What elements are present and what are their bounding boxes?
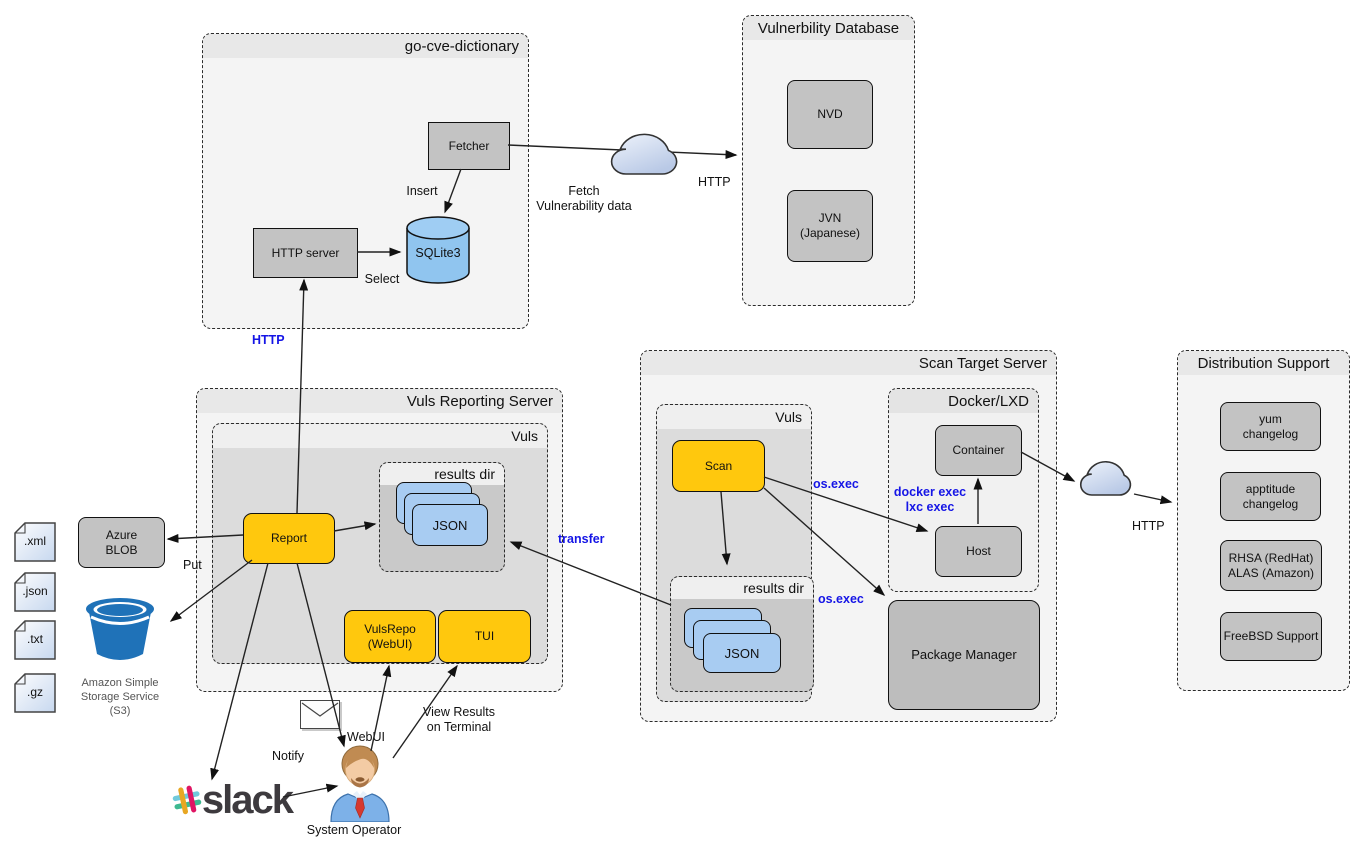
docker-exec-label: docker exec lxc exec	[893, 485, 967, 514]
sqlite3-cylinder: SQLite3	[405, 215, 471, 285]
insert-label: Insert	[406, 184, 438, 198]
file-icon-txt: .txt	[14, 620, 56, 660]
arrow-cloud-to-dist	[1133, 493, 1173, 505]
panel-go-cve-dictionary: go-cve-dictionary	[202, 33, 529, 329]
file-icon-json: .json	[14, 572, 56, 612]
http-label-report: HTTP	[252, 333, 285, 347]
panel-vulnerability-database: Vulnerbility Database	[742, 15, 915, 306]
dist-item-freebsd-support: FreeBSD Support	[1220, 612, 1322, 661]
vuls-reporting-title: Vuls	[511, 428, 538, 444]
panel-vuls-scan-header: Vuls	[657, 405, 811, 429]
dist-item-rhsa-alas: RHSA (RedHat) ALAS (Amazon)	[1220, 540, 1322, 591]
http-label-vulndb: HTTP	[698, 175, 731, 189]
person-icon	[330, 745, 390, 823]
sqlite3-label: SQLite3	[415, 246, 461, 260]
select-label: Select	[364, 272, 400, 286]
panel-go-cve-dictionary-header: go-cve-dictionary	[203, 34, 528, 58]
go-cve-dictionary-title: go-cve-dictionary	[404, 37, 519, 55]
panel-distribution-support-header: Distribution Support	[1178, 351, 1349, 375]
mail-flap	[301, 702, 339, 717]
http-label-dist: HTTP	[1132, 519, 1165, 533]
file-label-gz: .gz	[26, 685, 43, 699]
fetch-vulnerability-data-label: Fetch Vulnerability data	[536, 184, 632, 213]
file-shape-icon	[14, 673, 56, 713]
file-label-txt: .txt	[26, 632, 43, 646]
json-label-reporting: JSON	[432, 517, 468, 533]
fetcher-node: Fetcher	[428, 122, 510, 170]
container-node: Container	[935, 425, 1022, 476]
tui-node: TUI	[438, 610, 531, 663]
json-label-scan: JSON	[724, 645, 760, 661]
cloud-icon-internet	[612, 134, 677, 174]
slack-logo: slack	[172, 774, 294, 826]
package-manager-node: Package Manager	[888, 600, 1040, 710]
host-node: Host	[935, 526, 1022, 577]
vuls-scan-title: Vuls	[775, 409, 802, 425]
json-card-front: JSON	[412, 504, 488, 546]
os-exec-label-2: os.exec	[818, 592, 864, 606]
notify-label: Notify	[272, 749, 304, 763]
json-stack-reporting: JSON	[396, 482, 492, 552]
file-label-json: .json	[22, 584, 48, 598]
cylinder-shape	[406, 216, 470, 284]
file-icon-gz: .gz	[14, 673, 56, 713]
mail-icon	[300, 700, 340, 729]
docker-lxd-title-strip: Docker/LXD	[889, 389, 1038, 413]
dist-item-yum-changelog: yum changelog	[1220, 402, 1321, 451]
json-stack-scan: JSON	[684, 608, 784, 676]
system-operator-avatar	[328, 742, 392, 823]
file-shape-icon	[14, 572, 56, 612]
nvd-node: NVD	[787, 80, 873, 149]
file-icon-xml: .xml	[14, 522, 56, 562]
file-shape-icon	[14, 620, 56, 660]
vuls-reporting-server-title: Vuls Reporting Server	[406, 392, 553, 410]
webui-label: WebUI	[347, 730, 385, 744]
system-operator-label: System Operator	[306, 823, 402, 837]
os-exec-label-1: os.exec	[813, 477, 859, 491]
bucket-shape	[86, 598, 154, 660]
panel-vuls-reporting-server-header: Vuls Reporting Server	[197, 389, 562, 413]
json-card-front: JSON	[703, 633, 781, 673]
scan-target-server-title: Scan Target Server	[918, 354, 1047, 372]
http-server-node: HTTP server	[253, 228, 358, 278]
put-label: Put	[183, 558, 202, 572]
results-dir-scan-title: results dir	[743, 580, 804, 596]
panel-scan-target-server-header: Scan Target Server	[641, 351, 1056, 375]
panel-vulnerability-database-header: Vulnerbility Database	[743, 16, 914, 40]
s3-bucket-icon	[84, 596, 156, 666]
panel-results-dir-scan-header: results dir	[671, 577, 813, 599]
slack-wordmark: slack	[201, 778, 294, 822]
panel-vuls-reporting-header: Vuls	[213, 424, 547, 448]
dist-item-apptitude-changelog: apptitude changelog	[1220, 472, 1321, 521]
slack-hash-icon	[172, 785, 202, 815]
jvn-node: JVN (Japanese)	[787, 190, 873, 262]
report-node: Report	[243, 513, 335, 564]
vulnerability-database-title: Vulnerbility Database	[757, 19, 900, 37]
file-label-xml: .xml	[24, 534, 46, 548]
scan-node: Scan	[672, 440, 765, 492]
transfer-label: transfer	[558, 532, 605, 546]
distribution-support-title: Distribution Support	[1197, 354, 1330, 372]
azure-blob-node: Azure BLOB	[78, 517, 165, 568]
vulsrepo-node: VulsRepo (WebUI)	[344, 610, 436, 663]
panel-results-dir-reporting-header: results dir	[380, 463, 504, 485]
view-results-label: View Results on Terminal	[422, 705, 496, 734]
s3-caption: Amazon Simple Storage Service (S3)	[80, 677, 160, 717]
arrow-fetcher-to-vulndb	[507, 144, 738, 160]
docker-lxd-title: Docker/LXD	[948, 392, 1029, 410]
results-dir-reporting-title: results dir	[434, 466, 495, 482]
file-shape-icon	[14, 522, 56, 562]
cloud-icon-dist	[1081, 462, 1131, 495]
